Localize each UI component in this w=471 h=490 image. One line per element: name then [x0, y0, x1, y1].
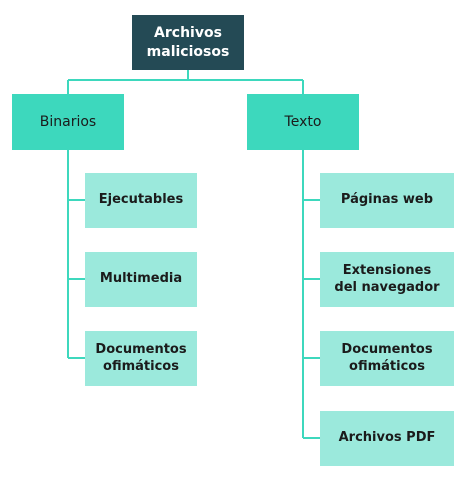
leaf-label: Ejecutables — [98, 192, 184, 208]
leaf-node-multimedia: Multimedia — [85, 252, 197, 307]
leaf-node-documentos-ofimaticos-texto: Documentos ofimáticos — [320, 331, 454, 386]
category-node-binarios: Binarios — [12, 94, 124, 150]
leaf-label: Documentos ofimáticos — [341, 341, 433, 374]
category-label-binarios: Binarios — [39, 113, 97, 130]
leaf-node-documentos-ofimaticos-binarios: Documentos ofimáticos — [85, 331, 197, 386]
root-label: Archivos maliciosos — [146, 25, 230, 60]
root-node-archivos-maliciosos: Archivos maliciosos — [132, 15, 244, 70]
leaf-node-ejecutables: Ejecutables — [85, 173, 197, 228]
leaf-node-extensiones-navegador: Extensiones del navegador — [320, 252, 454, 307]
leaf-node-archivos-pdf: Archivos PDF — [320, 411, 454, 466]
leaf-label: Documentos ofimáticos — [95, 341, 187, 374]
leaf-label: Extensiones del navegador — [334, 262, 440, 295]
leaf-node-paginas-web: Páginas web — [320, 173, 454, 228]
leaf-label: Archivos PDF — [338, 430, 436, 446]
leaf-label: Páginas web — [340, 192, 434, 208]
category-label-texto: Texto — [284, 113, 322, 130]
category-node-texto: Texto — [247, 94, 359, 150]
leaf-label: Multimedia — [99, 271, 183, 287]
